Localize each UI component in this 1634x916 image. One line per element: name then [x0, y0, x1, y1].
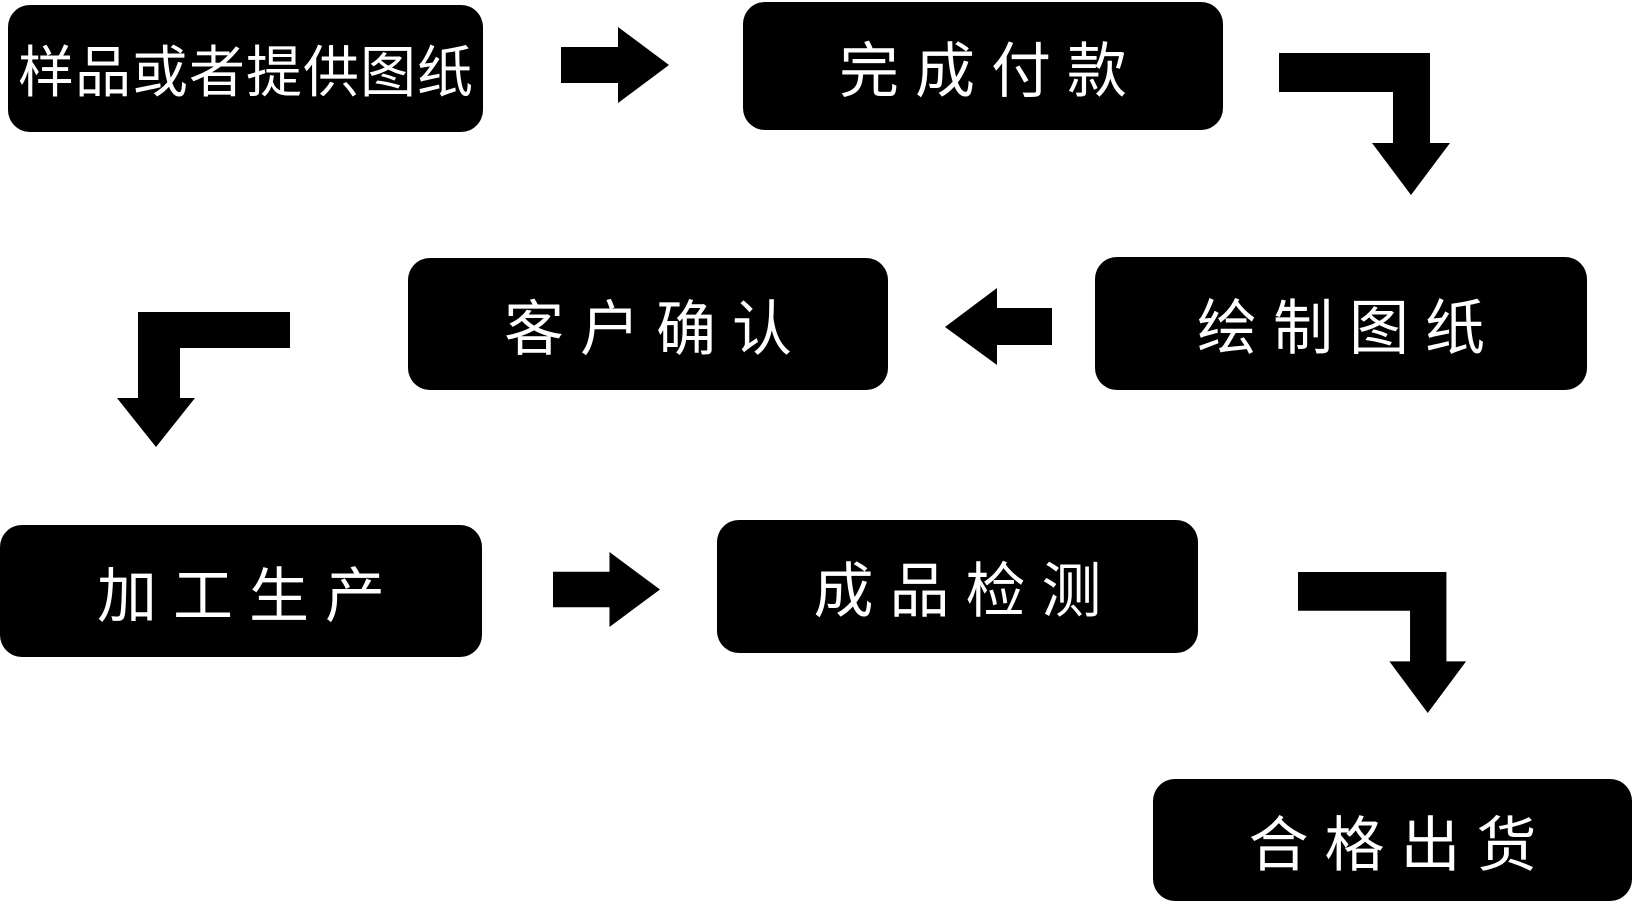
arrow-left-icon	[945, 288, 1052, 365]
arrow-elbow-down-right-icon	[1279, 53, 1454, 195]
flow-step-label: 成品检测	[813, 558, 1118, 625]
arrow-elbow-down-left-icon	[117, 312, 290, 447]
flow-step-finished-product-inspection: 成品检测	[717, 520, 1198, 653]
flow-step-label: 绘制图纸	[1197, 295, 1501, 362]
arrow-elbow-down-right-icon	[1298, 572, 1470, 713]
arrow-right-icon	[561, 27, 669, 103]
flow-step-processing-production: 加工生产	[0, 525, 482, 657]
flow-step-customer-confirmation: 客户确认	[408, 258, 888, 390]
flow-step-qualified-shipment: 合格出货	[1153, 779, 1632, 901]
flow-step-label: 客户确认	[504, 295, 808, 363]
flow-step-label: 样品或者提供图纸	[18, 41, 474, 104]
flow-step-label: 合格出货	[1248, 811, 1553, 879]
flow-step-draw-drawings: 绘制图纸	[1095, 257, 1587, 390]
flow-step-label: 加工生产	[97, 562, 401, 630]
flow-step-complete-payment: 完成付款	[743, 2, 1223, 130]
flow-step-sample-or-drawing: 样品或者提供图纸	[8, 5, 483, 132]
flow-step-label: 完成付款	[839, 37, 1143, 105]
arrow-right-icon	[553, 552, 660, 627]
